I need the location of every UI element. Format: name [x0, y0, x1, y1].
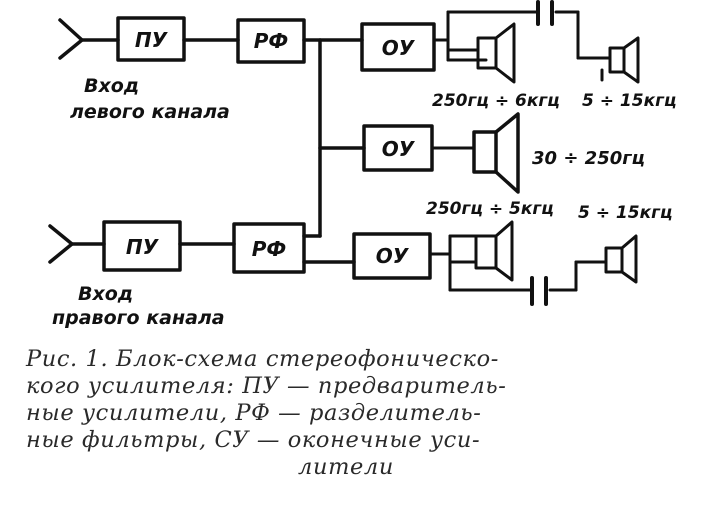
bottom-mid-range-label: 250гц ÷ 5кгц	[426, 199, 554, 219]
right-output-amp-label: ОУ	[376, 244, 410, 268]
caption-line-5: лители	[298, 454, 394, 480]
top-capacitor-symbol	[536, 0, 554, 26]
left-preamp-block: ПУ	[116, 16, 186, 62]
top-mid-range-label: 250гц ÷ 6кгц	[432, 91, 560, 111]
right-output-amp-block: ОУ	[352, 232, 432, 280]
right-filter-output-wiring	[302, 234, 356, 264]
figure-caption: Рис. 1. Блок-схема стереофоническо- кого…	[26, 346, 676, 481]
bass-summing-wiring	[318, 38, 366, 238]
bottom-mid-speaker-icon	[474, 220, 514, 282]
right-amp-output-wiring	[428, 234, 608, 292]
caption-line-4: ные фильтры, СУ — оконечные уси-	[26, 427, 481, 453]
top-mid-speaker-icon	[476, 22, 516, 84]
bass-range-label: 30 ÷ 250гц	[532, 148, 645, 169]
left-output-amp-block: ОУ	[360, 22, 436, 72]
right-filter-label: РФ	[252, 237, 287, 261]
right-preamp-label: ПУ	[126, 235, 160, 259]
left-output-amp-label: ОУ	[382, 36, 416, 60]
left-preamp-label: ПУ	[135, 28, 169, 52]
left-amp-output-wiring	[432, 10, 612, 82]
right-filter-block: РФ	[232, 222, 306, 274]
top-high-range-label: 5 ÷ 15кгц	[582, 91, 677, 111]
caption-line-3: ные усилители, РФ — разделитель-	[26, 400, 482, 426]
left-filter-block: РФ	[236, 18, 306, 64]
right-input-label-line2: правого канала	[52, 307, 225, 329]
left-input-label-line2: левого канала	[70, 101, 230, 123]
caption-line-1: Рис. 1. Блок-схема стереофоническо-	[26, 346, 499, 372]
right-preamp-block: ПУ	[102, 220, 182, 272]
right-input-label-line1: Вход	[78, 283, 133, 305]
left-filter-label: РФ	[254, 29, 289, 53]
right-input-jack	[48, 224, 106, 264]
left-input-jack	[58, 18, 120, 60]
bass-output-amp-label: ОУ	[382, 137, 416, 161]
block-diagram: ПУ РФ ОУ ОУ	[48, 0, 677, 329]
bottom-high-range-label: 5 ÷ 15кгц	[578, 203, 673, 223]
bottom-high-speaker-icon	[604, 234, 638, 284]
left-input-label-line1: Вход	[84, 75, 139, 97]
bass-speaker-icon	[472, 112, 520, 194]
caption-line-2: кого усилителя: ПУ — предваритель-	[26, 373, 507, 399]
bottom-capacitor-symbol	[530, 276, 548, 306]
top-high-speaker-icon	[608, 36, 640, 84]
bass-output-amp-block: ОУ	[362, 124, 434, 172]
